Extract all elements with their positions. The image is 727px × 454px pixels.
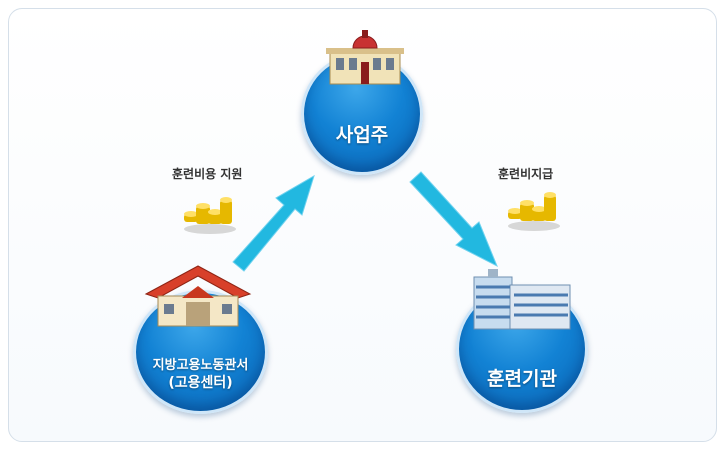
node-labor-office-label-line1: 지방고용노동관서 bbox=[152, 358, 249, 373]
edge-label-training-fee-payment: 훈련비지급 bbox=[498, 167, 554, 181]
node-training-institution-label: 훈련기관 bbox=[487, 368, 557, 390]
coin-stack-icon bbox=[508, 192, 560, 231]
classical-building-icon bbox=[326, 30, 404, 85]
office-building-icon bbox=[473, 269, 571, 330]
coin-stack-icon bbox=[184, 197, 236, 234]
house-icon bbox=[144, 265, 252, 327]
node-labor-office-label-line2: (고용센터) bbox=[168, 375, 233, 391]
node-employer-label: 사업주 bbox=[335, 124, 389, 146]
edge-label-training-cost-support: 훈련비용 지원 bbox=[172, 167, 243, 181]
